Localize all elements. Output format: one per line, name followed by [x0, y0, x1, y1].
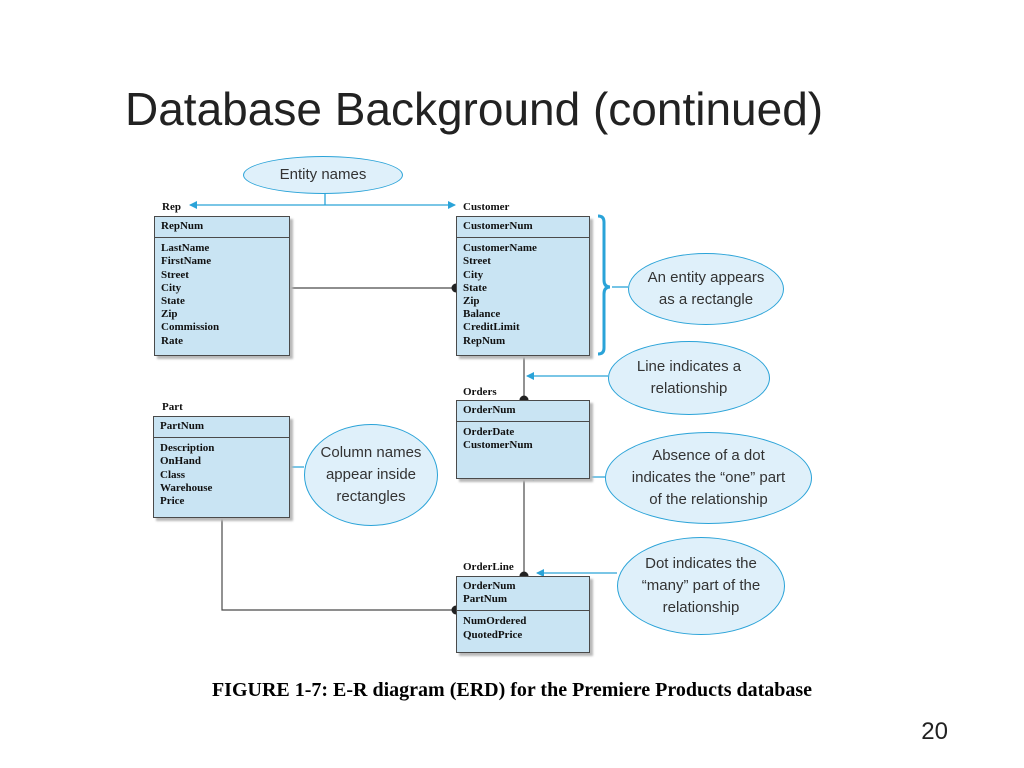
orders-key-field: OrderNum: [463, 404, 516, 416]
entity-name-orders: Orders: [463, 386, 497, 398]
part-key: PartNum: [154, 417, 289, 439]
rep-attr: Street: [161, 268, 189, 281]
orderline-key-field: PartNum: [463, 593, 507, 606]
rep-attr: State: [161, 295, 185, 308]
part-attr: OnHand: [160, 455, 201, 468]
customer-attr: CustomerName: [463, 242, 537, 255]
entity-name-orderline: OrderLine: [463, 561, 514, 573]
customer-attr: Balance: [463, 308, 501, 321]
customer-attr: CreditLimit: [463, 321, 520, 334]
part-attr: Warehouse: [160, 481, 213, 494]
entity-name-rep: Rep: [162, 201, 181, 213]
callout-entity-rectangle: An entity appears as a rectangle: [628, 253, 784, 325]
orderline-attr: QuotedPrice: [463, 628, 523, 641]
orderline-key: OrderNum PartNum: [457, 577, 589, 612]
rep-attributes: LastName FirstName Street City State Zip…: [155, 238, 289, 348]
entity-orderline: OrderNum PartNum NumOrdered QuotedPrice: [456, 576, 590, 653]
customer-attr: RepNum: [463, 334, 506, 347]
rep-attr: LastName: [161, 242, 210, 255]
orders-attributes: OrderDate CustomerNum: [457, 422, 589, 452]
orders-key: OrderNum: [457, 401, 589, 423]
entity-name-customer: Customer: [463, 201, 510, 213]
rep-attr: City: [161, 281, 182, 294]
orders-attr: OrderDate: [463, 426, 515, 439]
customer-attr: Zip: [463, 295, 480, 308]
callout-line-relationship: Line indicates a relationship: [608, 341, 770, 415]
rep-attr: Rate: [161, 334, 183, 347]
callout-absence-dot: Absence of a dot indicates the “one” par…: [605, 432, 812, 524]
entity-name-part: Part: [162, 401, 183, 413]
orderline-attributes: NumOrdered QuotedPrice: [457, 611, 589, 641]
customer-key: CustomerNum: [457, 217, 589, 239]
callout-dot-many: Dot indicates the “many” part of the rel…: [617, 537, 785, 635]
entity-rep: RepNum LastName FirstName Street City St…: [154, 216, 290, 356]
entity-orders: OrderNum OrderDate CustomerNum: [456, 400, 590, 479]
customer-key-field: CustomerNum: [463, 220, 533, 232]
rep-key-field: RepNum: [161, 220, 204, 232]
rep-attr: Commission: [161, 321, 220, 334]
orderline-attr: NumOrdered: [463, 615, 527, 628]
customer-attr: Street: [463, 255, 491, 268]
customer-attr: City: [463, 268, 484, 281]
figure-caption: FIGURE 1-7: E-R diagram (ERD) for the Pr…: [211, 679, 813, 701]
relationship-part-orderline: [221, 518, 456, 611]
callout-column-names: Column names appear inside rectangles: [304, 424, 438, 526]
part-key-field: PartNum: [160, 420, 204, 432]
rep-attr: Zip: [161, 308, 178, 321]
rep-attr: FirstName: [161, 255, 212, 268]
rep-key: RepNum: [155, 217, 289, 239]
customer-attributes: CustomerName Street City State Zip Balan…: [457, 238, 589, 348]
part-attr: Class: [160, 468, 186, 481]
entity-part: PartNum Description OnHand Class Warehou…: [153, 416, 290, 518]
part-attr: Price: [160, 495, 185, 508]
part-attributes: Description OnHand Class Warehouse Price: [154, 438, 289, 508]
entity-customer: CustomerNum CustomerName Street City Sta…: [456, 216, 590, 356]
orderline-key-field: OrderNum: [463, 580, 516, 592]
part-attr: Description: [160, 442, 215, 455]
customer-brace: [597, 214, 611, 356]
callout-entity-names: Entity names: [243, 156, 403, 194]
slide-title: Database Background (continued): [125, 83, 824, 135]
page-number: 20: [921, 718, 948, 745]
customer-attr: State: [463, 281, 487, 294]
orders-attr: CustomerNum: [463, 439, 533, 452]
